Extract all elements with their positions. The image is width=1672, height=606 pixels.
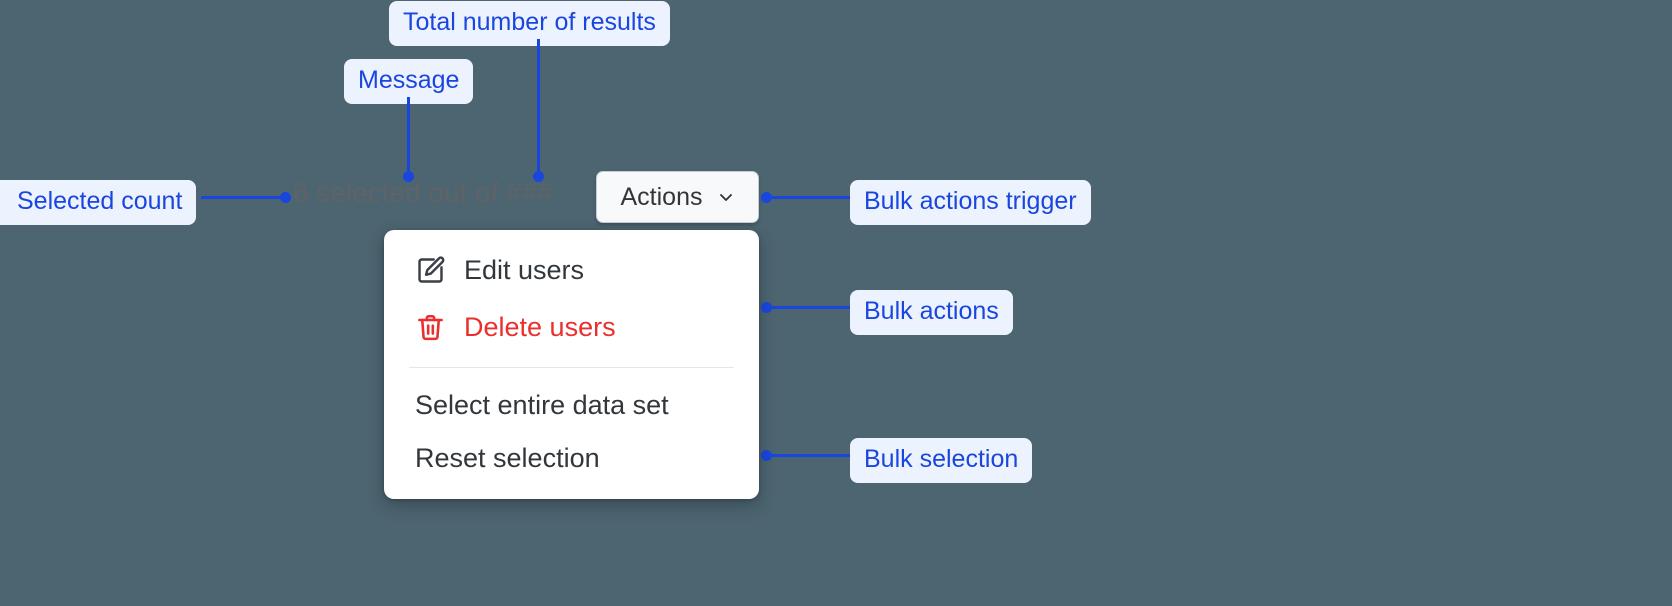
menu-item-delete-users-label: Delete users [464, 312, 616, 342]
bulk-actions-trigger-button[interactable]: Actions [596, 171, 759, 223]
annotation-message: Message [344, 59, 474, 104]
menu-item-delete-users[interactable]: Delete users [384, 299, 759, 356]
connector-dot-total-number-of-results [533, 171, 544, 182]
connector-line-bulk-actions [766, 306, 853, 309]
menu-item-reset-selection-label: Reset selection [415, 443, 600, 473]
connector-line-total-number-of-results [537, 39, 540, 176]
connector-line-bulk-actions-trigger [766, 196, 853, 199]
connector-dot-bulk-actions-trigger [761, 192, 772, 203]
menu-item-edit-users[interactable]: Edit users [384, 242, 759, 299]
menu-item-reset-selection[interactable]: Reset selection [384, 432, 759, 485]
connector-line-message [407, 97, 410, 176]
annotation-bulk-selection: Bulk selection [850, 438, 1033, 483]
menu-item-edit-users-label: Edit users [464, 255, 585, 285]
connector-line-bulk-selection [766, 454, 853, 457]
menu-item-select-entire-data-set[interactable]: Select entire data set [384, 379, 759, 432]
connector-line-selected-count [201, 196, 287, 199]
connector-dot-bulk-actions [761, 302, 772, 313]
annotation-total-number-of-results: Total number of results [389, 1, 670, 46]
selected-count-message: 6 selected out of ### [293, 177, 553, 208]
menu-divider [409, 367, 734, 368]
annotation-bulk-actions-trigger: Bulk actions trigger [850, 180, 1091, 225]
annotation-bulk-actions: Bulk actions [850, 290, 1013, 335]
trash-icon [415, 312, 446, 343]
connector-dot-message [403, 171, 414, 182]
connector-dot-selected-count [280, 192, 291, 203]
annotation-selected-count: Selected count [0, 180, 197, 225]
connector-dot-bulk-selection [761, 450, 772, 461]
actions-button-label: Actions [620, 182, 703, 211]
menu-item-select-entire-data-set-label: Select entire data set [415, 390, 669, 420]
chevron-down-icon [718, 189, 734, 205]
edit-square-pencil-icon [415, 255, 446, 286]
bulk-actions-menu: Edit users Delete users Select entire da… [384, 230, 759, 499]
